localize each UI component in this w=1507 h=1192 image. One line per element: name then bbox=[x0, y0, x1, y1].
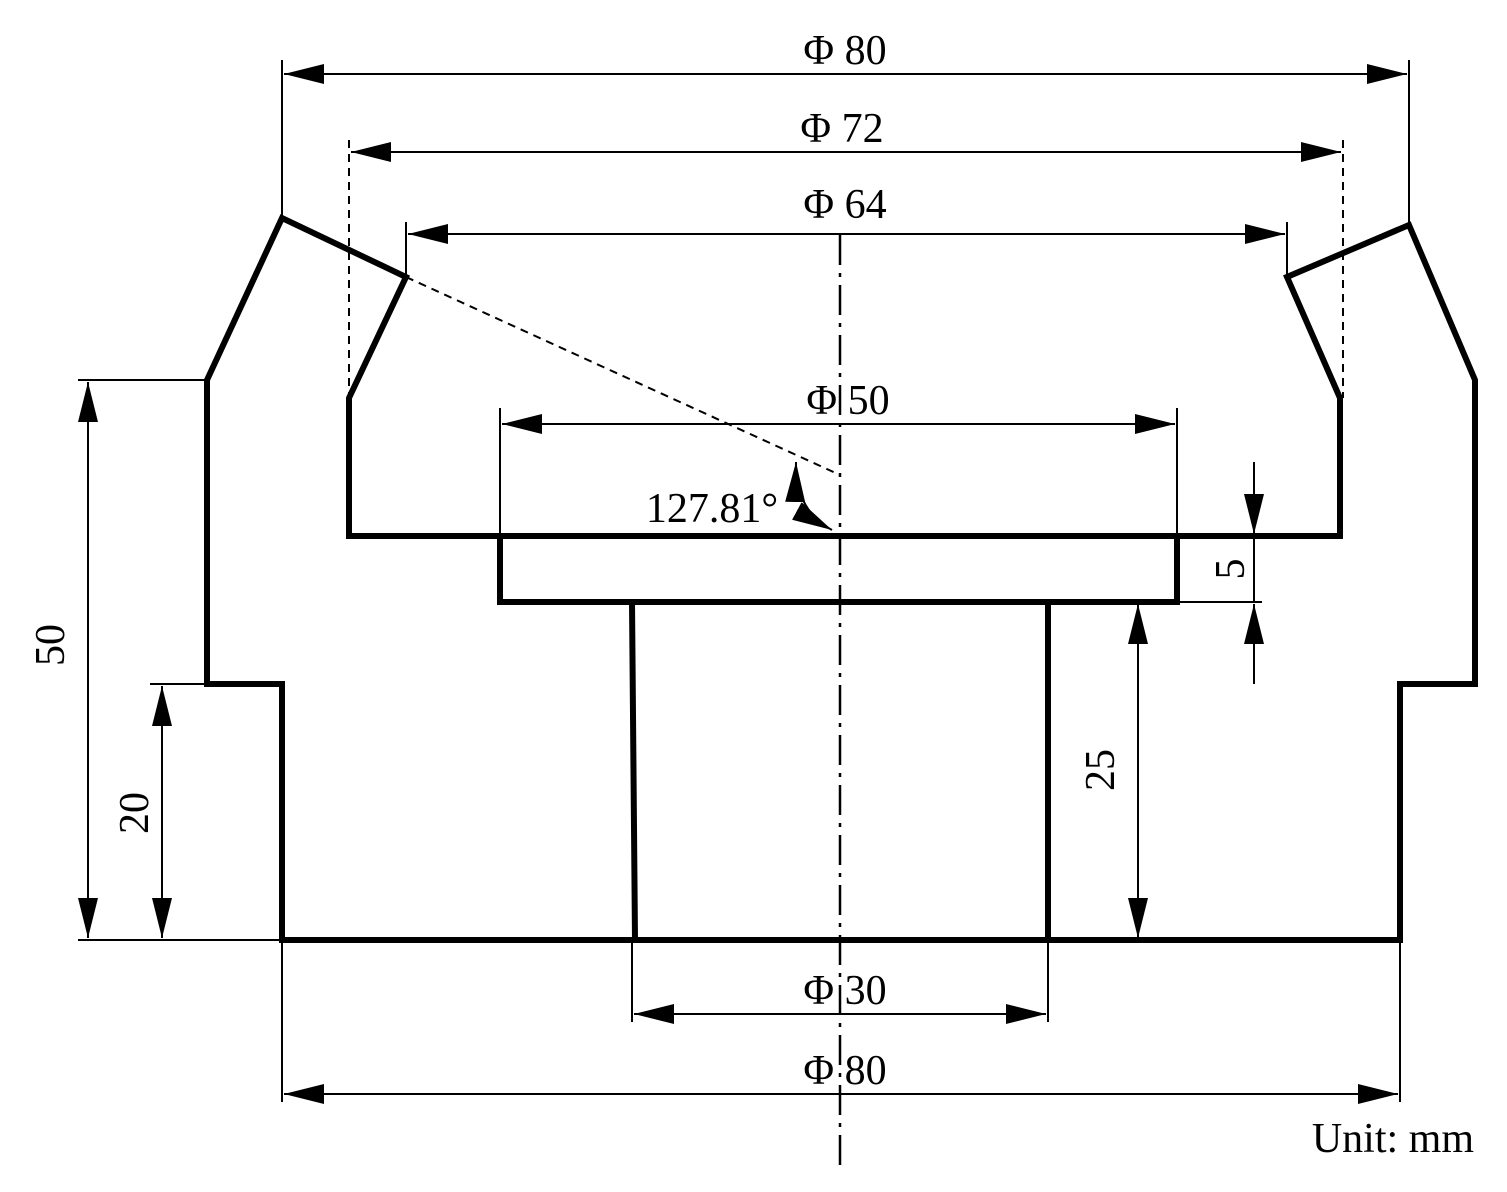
angle-label: 127.81° bbox=[646, 486, 778, 532]
bore-left-wall bbox=[629, 601, 638, 941]
outer-profile bbox=[204, 213, 1478, 943]
cone-extension-dashed bbox=[405, 276, 841, 476]
h20-label: 20 bbox=[112, 792, 158, 834]
phi80-bottom-label: Φ 80 bbox=[803, 1048, 886, 1094]
phi72-label: Φ 72 bbox=[800, 106, 883, 152]
h50-label: 50 bbox=[28, 624, 74, 666]
h5-label: 5 bbox=[1208, 559, 1254, 580]
angle-arc bbox=[785, 461, 833, 531]
phi64-label: Φ 64 bbox=[803, 182, 886, 228]
unit-label: Unit: mm bbox=[1312, 1116, 1475, 1162]
h25-label: 25 bbox=[1078, 749, 1124, 791]
phi80-top-label: Φ 80 bbox=[803, 28, 886, 74]
phi30-label: Φ 30 bbox=[803, 968, 886, 1014]
phi50-label: Φ 50 bbox=[806, 378, 889, 424]
step-profile bbox=[497, 536, 1180, 605]
